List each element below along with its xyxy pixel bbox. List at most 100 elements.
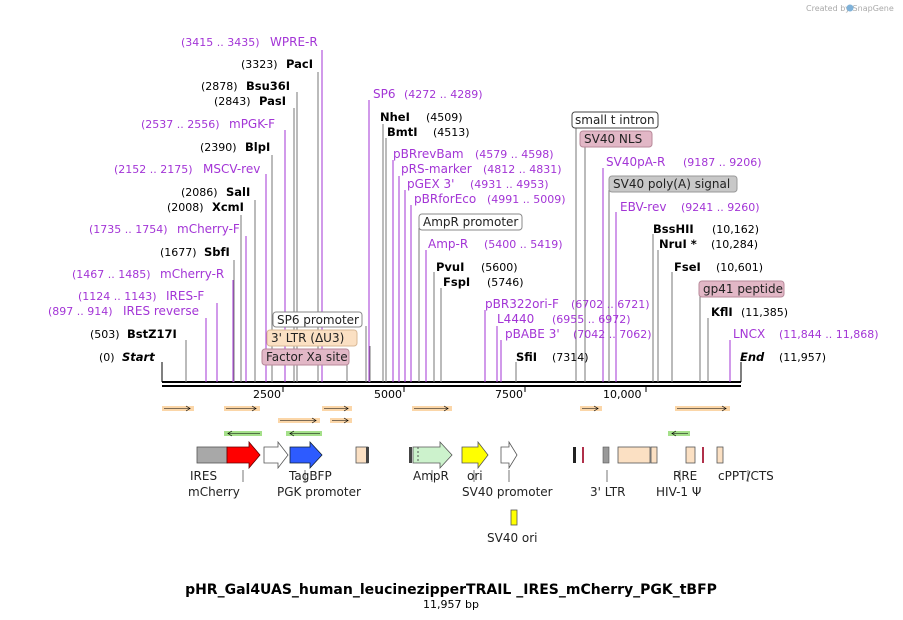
enzyme-label-end: End bbox=[740, 350, 765, 364]
primer-label-mpgk-f: mPGK-F bbox=[229, 117, 275, 131]
enzyme-label-kfli: KflI bbox=[711, 305, 733, 319]
feature-bar-thin bbox=[409, 447, 412, 463]
feature-ires bbox=[196, 446, 228, 464]
axis-ticks bbox=[282, 386, 647, 392]
box-ampr-promoter bbox=[418, 213, 523, 231]
feature-label-rre: RRE bbox=[673, 469, 697, 483]
enzyme-pos-nrui: (10,284) bbox=[711, 238, 758, 251]
orange-arrow bbox=[330, 417, 352, 424]
enzyme-label-fspi: FspI bbox=[443, 275, 470, 289]
primer-label-pbr322ori-f: pBR322ori-F bbox=[485, 297, 559, 311]
enzyme-label-pasi: PasI bbox=[259, 94, 286, 108]
enzyme-pos-sfii: (7314) bbox=[552, 351, 589, 364]
enzyme-label-bsshii: BssHII bbox=[653, 222, 694, 236]
enzyme-pos-pvui: (5600) bbox=[481, 261, 518, 274]
orange-arrow bbox=[580, 405, 602, 412]
feature-label-cpptcts: cPPT/CTS bbox=[718, 469, 774, 483]
feature-ori bbox=[461, 440, 489, 470]
label-factor-xa-site: Factor Xa site bbox=[266, 350, 348, 364]
primer-label-wpre-r: WPRE-R bbox=[270, 35, 318, 49]
primer-label-mcherry-f: mCherry-F bbox=[177, 222, 240, 236]
enzyme-label-sali: SalI bbox=[226, 185, 250, 199]
label-small-t-intron: small t intron bbox=[575, 113, 655, 127]
primer-label-pgex-3: pGEX 3' bbox=[407, 177, 454, 191]
feature-label-ori: ori bbox=[467, 469, 483, 483]
enzyme-pos-bsu36i: (2878) bbox=[201, 80, 238, 93]
orange-arrow bbox=[675, 405, 730, 412]
feature-sv40-promoter-arrow bbox=[500, 440, 518, 470]
primer-range-pbr322ori-f: (6702 .. 6721) bbox=[571, 298, 650, 311]
green-arrow bbox=[668, 430, 690, 437]
primer-range-l4440: (6955 .. 6972) bbox=[552, 313, 631, 326]
primer-label-pbrrevbam: pBRrevBam bbox=[393, 147, 464, 161]
orange-arrow bbox=[278, 417, 320, 424]
primer-label-sv40pa-r: SV40pA-R bbox=[606, 155, 665, 169]
tick-label-7500: 7500 bbox=[495, 388, 523, 401]
primer-range-pbrforeco: (4991 .. 5009) bbox=[487, 193, 566, 206]
primer-label-ebv-rev: EBV-rev bbox=[620, 200, 666, 214]
enzyme-pos-bstz17i: (503) bbox=[90, 328, 120, 341]
box-3-ltr-du3 bbox=[266, 329, 358, 347]
primer-range-wpre-r: (3415 .. 3435) bbox=[181, 36, 260, 49]
primer-label-pbabe-3: pBABE 3' bbox=[505, 327, 560, 341]
primer-label-mscv-rev: MSCV-rev bbox=[203, 162, 260, 176]
enzyme-label-paci: PacI bbox=[286, 57, 313, 71]
enzyme-pos-end: (11,957) bbox=[779, 351, 826, 364]
primer-label-ires-reverse: IRES reverse bbox=[123, 304, 199, 318]
leader-lines bbox=[161, 50, 742, 382]
enzyme-label-fsei: FseI bbox=[674, 260, 701, 274]
orange-arrow bbox=[224, 405, 260, 412]
primer-label-ires-f: IRES-F bbox=[166, 289, 204, 303]
box-small-t-intron bbox=[571, 111, 659, 129]
backbone bbox=[162, 381, 741, 387]
enzyme-pos-blpi: (2390) bbox=[200, 141, 237, 154]
tick-label-10000: 10,000 bbox=[603, 388, 642, 401]
primer-range-ebv-rev: (9241 .. 9260) bbox=[681, 201, 760, 214]
direction-arrows bbox=[162, 405, 730, 437]
feature-3-ltr bbox=[617, 446, 651, 464]
feature-sv40-ori bbox=[510, 509, 518, 526]
primer-range-pgex-3: (4931 .. 4953) bbox=[470, 178, 549, 191]
primer-range-mpgk-f: (2537 .. 2556) bbox=[141, 118, 220, 131]
primer-range-ires-f: (1124 .. 1143) bbox=[78, 290, 157, 303]
feature-label-pgk-promoter: PGK promoter bbox=[277, 485, 361, 499]
primer-label-lncx: LNCX bbox=[733, 327, 765, 341]
enzyme-pos-sali: (2086) bbox=[181, 186, 218, 199]
feature-gp41 bbox=[702, 447, 704, 463]
primer-range-sp6: (4272 .. 4289) bbox=[404, 88, 483, 101]
box-sp6-promoter bbox=[272, 311, 363, 328]
green-arrow bbox=[224, 430, 262, 437]
primer-range-pbrrevbam: (4579 .. 4598) bbox=[475, 148, 554, 161]
enzyme-label-sfii: SfiI bbox=[516, 350, 537, 364]
enzyme-pos-fspi: (5746) bbox=[487, 276, 524, 289]
snapgene-logo bbox=[846, 4, 854, 12]
tick-label-2500: 2500 bbox=[253, 388, 281, 401]
feature-cpptcts bbox=[716, 446, 724, 464]
label-sv40-polya-signal: SV40 poly(A) signal bbox=[613, 177, 730, 191]
enzyme-pos-xcmi: (2008) bbox=[167, 201, 204, 214]
enzyme-label-pvui: PvuI bbox=[436, 260, 464, 274]
box-factor-xa-site bbox=[261, 348, 350, 366]
green-arrow bbox=[286, 430, 322, 437]
feature-label-tagbfp: TagBFP bbox=[288, 469, 332, 483]
enzyme-pos-pasi: (2843) bbox=[214, 95, 251, 108]
primer-label-mcherry-r: mCherry-R bbox=[160, 267, 224, 281]
map-subtitle: 11,957 bp bbox=[423, 598, 479, 611]
feature-label-sv40-promoter: SV40 promoter bbox=[462, 485, 553, 499]
enzyme-pos-fsei: (10,601) bbox=[716, 261, 763, 274]
feature-white-arrow-1 bbox=[263, 440, 289, 470]
primer-label-sp6: SP6 bbox=[373, 87, 396, 101]
feature-ampr bbox=[412, 440, 453, 470]
primer-range-mcherry-r: (1467 .. 1485) bbox=[72, 268, 151, 281]
primer-label-pbrforeco: pBRforEco bbox=[414, 192, 476, 206]
primer-range-pbabe-3: (7042 .. 7062) bbox=[573, 328, 652, 341]
feature-mcherry bbox=[226, 440, 261, 470]
feature-rre bbox=[685, 446, 696, 464]
primer-label-amp-r: Amp-R bbox=[428, 237, 468, 251]
feature-sv40-nls bbox=[582, 447, 584, 463]
orange-arrow bbox=[162, 405, 194, 412]
primer-label-prs-marker: pRS-marker bbox=[401, 162, 472, 176]
orange-arrow bbox=[412, 405, 452, 412]
label-sp6-promoter: SP6 promoter bbox=[277, 313, 359, 327]
enzyme-pos-bsshii: (10,162) bbox=[712, 223, 759, 236]
